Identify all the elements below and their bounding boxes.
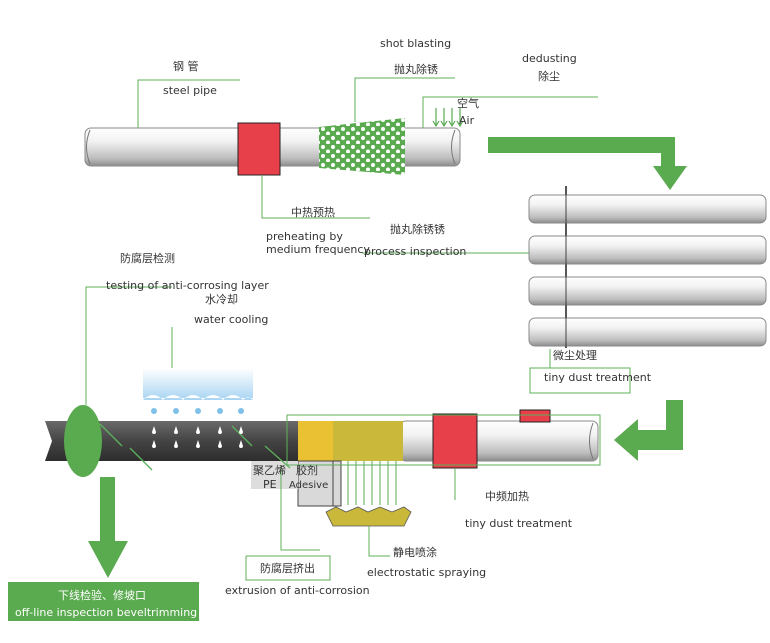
extrusion-cn: 防腐层挤出 [260, 561, 315, 575]
adhesive-layer [333, 421, 403, 461]
dedusting-en: dedusting [522, 52, 577, 65]
bottom-pipe-group [45, 405, 599, 507]
pe-label-box [251, 461, 298, 489]
water-drops-pipe [152, 426, 243, 448]
bottom-leader-lines [85, 286, 601, 581]
air-cn: 空气 [457, 96, 479, 110]
inspection-ring [64, 405, 102, 477]
preheating-en-2: medium frequency [266, 243, 370, 256]
dust-unit [519, 409, 551, 423]
extrusion-en: extrusion of anti-corrosion [225, 584, 370, 597]
offline-inspection-cn: 下线检验、修坡口 [58, 588, 146, 602]
mf-heating-coil [432, 413, 478, 469]
pe-en: PE [263, 478, 277, 491]
pipe-stack [528, 186, 767, 348]
process-inspection-en: process inspection [364, 245, 466, 258]
top-pipe-group [84, 118, 461, 176]
water-drops [151, 408, 244, 414]
adhesive-cn: 胶剂 [296, 463, 318, 477]
shot-blasting-unit [319, 118, 405, 175]
shot-blasting-en: shot blasting [380, 37, 451, 50]
flow-arrow-left [614, 400, 683, 461]
electrostatic-en: electrostatic spraying [367, 566, 486, 579]
offline-inspection-en: off-line inspection beveltrimming [15, 606, 197, 619]
pipe-end-left-mark [86, 129, 91, 165]
air-en: Air [459, 114, 475, 127]
adhesive-extruder [332, 460, 342, 507]
electrostatic-cn: 静电喷涂 [393, 545, 437, 559]
top-leader-lines [137, 77, 598, 219]
mf-heating-cn: 中频加热 [485, 489, 529, 503]
steel-pipe-en: steel pipe [163, 84, 217, 97]
coating-marks [99, 423, 291, 471]
shot-blasting-cn: 抛丸除锈 [394, 62, 438, 76]
tiny-dust-box [529, 367, 631, 394]
water-mist [143, 368, 253, 400]
offline-inspection-box [8, 582, 199, 621]
water-cooling-cn: 水冷却 [205, 293, 238, 306]
pipe-end-right-mark [451, 129, 456, 165]
testing-cn: 防腐层检测 [120, 251, 175, 265]
testing-en: testing of anti-corrosing layer [106, 279, 269, 292]
preheating-en-1: preheating by [266, 230, 343, 243]
process-inspection-cn: 抛丸除锈锈 [390, 222, 445, 236]
flow-arrow-down [488, 137, 687, 190]
water-cooling-en: water cooling [194, 313, 268, 326]
steel-pipe-cn: 钢 管 [173, 59, 199, 73]
pe-cn: 聚乙烯 [253, 464, 286, 477]
dedusting-cn: 除尘 [538, 69, 560, 83]
pe-extruder-head [297, 460, 334, 507]
mf-heating-en: tiny dust treatment [465, 517, 573, 530]
preheating-coil [237, 122, 281, 176]
electrostatic-gun [325, 506, 412, 527]
flow-arrow-offline [88, 477, 128, 578]
water-sprayers [143, 395, 253, 400]
pe-extrusion-layer [298, 421, 333, 461]
adhesive-en: Adesive [289, 480, 328, 491]
air-arrows [432, 108, 464, 128]
bare-pipe-right [399, 420, 599, 462]
tiny-dust-en: tiny dust treatment [544, 371, 652, 384]
tiny-dust-cn: 微尘处理 [553, 348, 597, 362]
preheating-cn: 中热预热 [291, 206, 335, 219]
spray-lines [347, 461, 397, 505]
